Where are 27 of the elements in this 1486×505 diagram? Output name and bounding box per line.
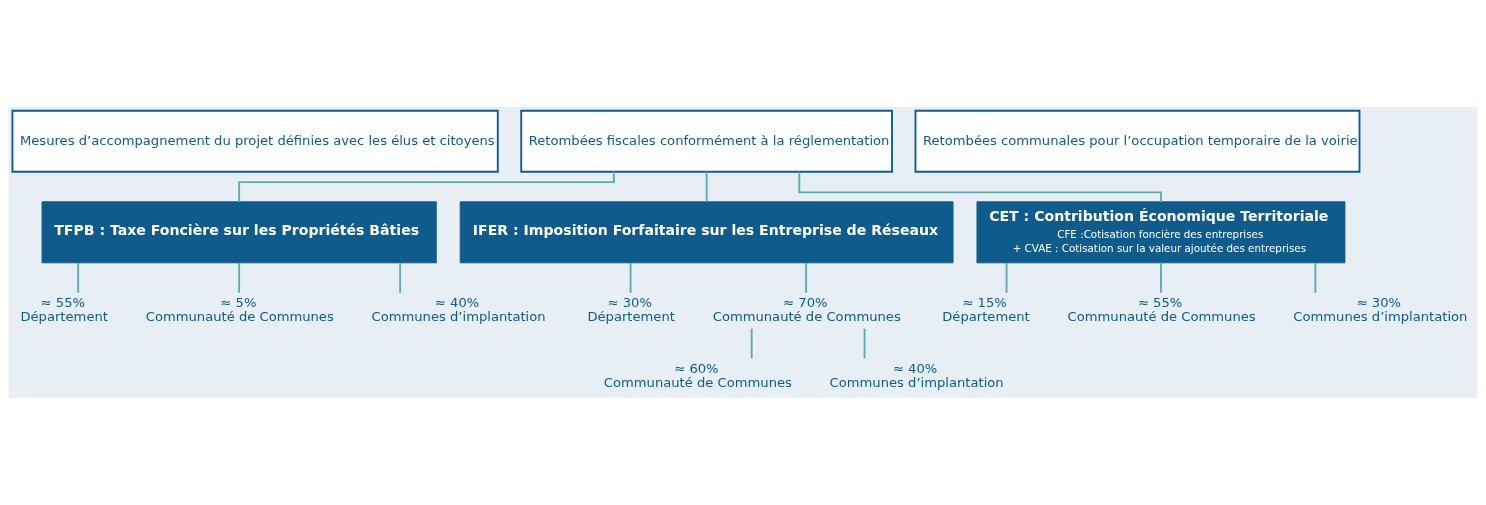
node-text: ≈ 60% Communauté de Communes <box>603 360 792 390</box>
node-text: ≈ 40% Communes d’implantation <box>829 360 1004 390</box>
node-box: Mesures d’accompagnement du projet définies avec les élus et citoyens <box>11 109 499 173</box>
node-text: ≈ 5% Communauté de Communes <box>145 295 334 325</box>
node-box: TFPB : Taxe Foncière sur les Propriétés Bâties <box>41 201 437 264</box>
node-text: ≈ 30% Communes d’implantation <box>1293 295 1468 325</box>
node-box: CET : Contribution Économique Territoriale CFE :Cotisation foncière des entreprises + CVAE : Cotisation sur la valeur ajoutée des entreprises <box>976 201 1346 264</box>
connector <box>805 261 808 294</box>
connector <box>1005 261 1008 294</box>
node-text: ≈ 40% Communes d’implantation <box>371 295 546 325</box>
connector <box>750 327 753 360</box>
connector <box>238 261 241 294</box>
node-box: Retombées communales pour l’occupation temporaire de la voirie <box>914 109 1361 173</box>
node-text: ≈ 30% Département <box>587 295 675 325</box>
connector <box>863 327 866 360</box>
node-text: ≈ 55% Département <box>20 295 108 325</box>
connector <box>1314 261 1317 294</box>
node-box: IFER : Imposition Forfaitaire sur les Entreprise de Réseaux <box>459 201 954 264</box>
node-text: ≈ 15% Département <box>942 295 1030 325</box>
node-text: ≈ 55% Communauté de Communes <box>1067 295 1256 325</box>
connector <box>1160 261 1162 294</box>
connector <box>399 261 402 294</box>
connector <box>629 261 632 294</box>
connector <box>705 170 708 203</box>
connector <box>77 261 80 294</box>
node-box: Retombées fiscales conformément à la réglementation <box>520 109 893 173</box>
node-text: ≈ 70% Communauté de Communes <box>712 295 901 325</box>
